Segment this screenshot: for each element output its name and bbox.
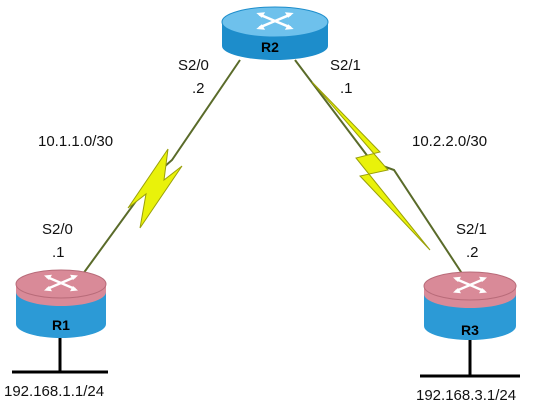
- r2-s20-host-label: .2: [192, 80, 205, 97]
- r2-s21-interface-label: S2/1: [330, 57, 361, 74]
- serial-link-r1-r2: [79, 59, 241, 279]
- lightning-bolt-icon: [311, 81, 431, 251]
- router-r3[interactable]: R3: [423, 271, 517, 340]
- router-r2[interactable]: R2: [221, 6, 329, 60]
- router-name: R1: [52, 317, 70, 333]
- r3-s21-interface-label: S2/1: [456, 221, 487, 238]
- r2-s20-interface-label: S2/0: [178, 57, 209, 74]
- router-r1[interactable]: R1: [15, 269, 107, 338]
- r2-s21-host-label: .1: [340, 80, 353, 97]
- r3-s21-host-label: .2: [466, 244, 479, 261]
- lan-r3: [420, 338, 520, 378]
- network-label-r1-r2: 10.1.1.0/30: [38, 133, 113, 150]
- lightning-bolt-icon: [127, 148, 183, 229]
- router-name: R2: [261, 39, 279, 55]
- serial-link-r2-r3: [294, 59, 466, 279]
- r1-s20-host-label: .1: [52, 244, 65, 261]
- network-label-r2-r3: 10.2.2.0/30: [412, 133, 487, 150]
- r1-s20-interface-label: S2/0: [42, 221, 73, 238]
- lan-r1: [12, 335, 108, 374]
- router-name: R3: [461, 322, 479, 338]
- lan-address-r1: 192.168.1.1/24: [4, 383, 104, 400]
- lan-address-r3: 192.168.3.1/24: [416, 387, 516, 404]
